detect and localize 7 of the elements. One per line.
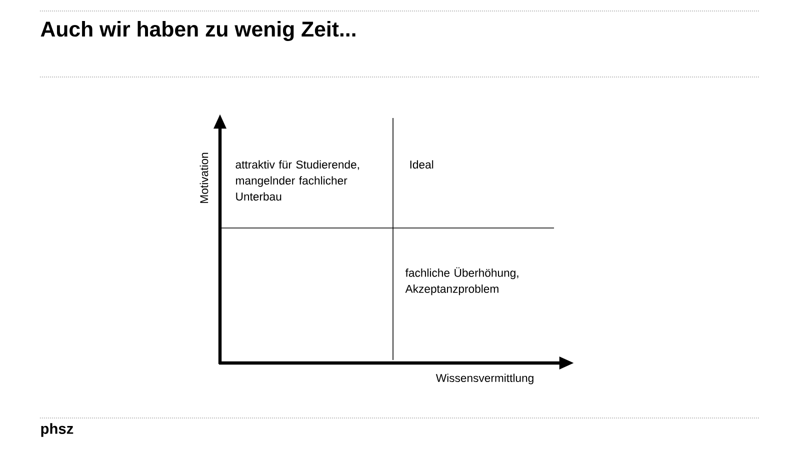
title: Auch wir haben zu wenig Zeit...	[40, 21, 356, 41]
footer-text: phsz	[41, 423, 74, 437]
quadrant-text: Ideal	[410, 160, 434, 169]
axis-label: Motivation	[200, 152, 208, 203]
axis-label: Wissensvermittlung	[436, 374, 534, 384]
quadrant-text: attraktiv für Studierende, mangelnder fachlicher Unterbau	[236, 160, 359, 201]
quadrant-text: fachliche Überhöhung, Akzeptanzproblem	[405, 267, 518, 296]
